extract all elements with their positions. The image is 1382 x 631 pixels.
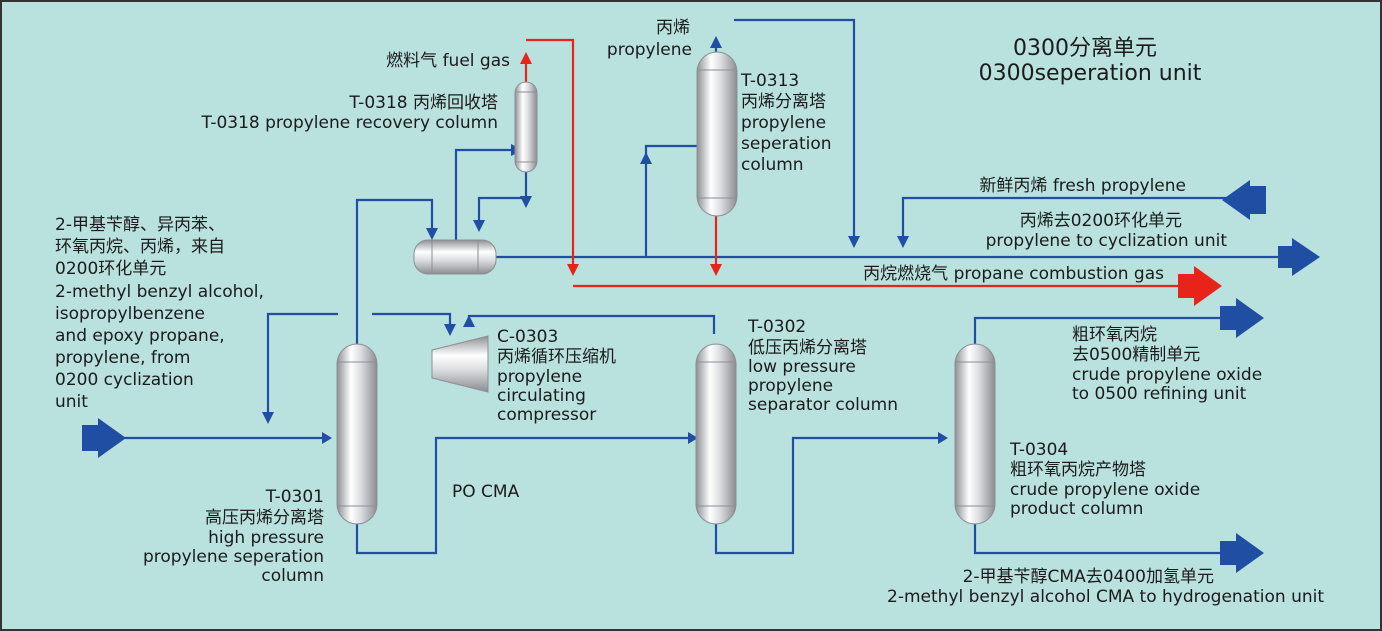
propylene-to-cyclization-en: propylene to cyclization unit — [986, 231, 1228, 251]
c0303-en3: compressor — [497, 405, 596, 425]
feed-label-en3: and epoxy propane, — [55, 326, 225, 346]
arrow-heads — [82, 36, 1320, 573]
small-arrow-icon — [520, 196, 532, 208]
crude-po-out-en2: to 0500 refining unit — [1072, 384, 1247, 404]
small-arrow-icon — [688, 432, 698, 444]
t0318-label-en: T-0318 propylene recovery column — [201, 113, 498, 133]
t0304-overhead-line — [973, 316, 1222, 348]
crude-po-out-zh1: 粗环氧丙烷 — [1072, 325, 1157, 345]
t0301-tag: T-0301 — [265, 487, 324, 507]
t0304-en2: product column — [1010, 499, 1143, 519]
feed-label-zh2: 环氧丙烷、丙烯，来自 — [55, 237, 225, 257]
t0318-return-line — [477, 196, 526, 222]
t0302-bottom-to-t0304-line — [714, 436, 940, 555]
t0304-en1: crude propylene oxide — [1010, 480, 1200, 500]
feed-label-en2: isopropylbenzene — [55, 304, 205, 324]
column-t0301[interactable] — [336, 343, 378, 525]
t0313-en1: propylene — [741, 113, 826, 133]
c0303-en1: propylene — [497, 367, 582, 387]
fresh-propylene-line — [901, 196, 1230, 238]
fresh-propylene-label: 新鲜丙烯 fresh propylene — [979, 176, 1186, 196]
small-arrow-icon — [473, 220, 485, 232]
t0302-tag: T-0302 — [747, 317, 806, 337]
small-arrow-icon — [322, 432, 332, 444]
red-lines — [524, 38, 1180, 288]
t0302-en3: separator column — [748, 395, 898, 415]
t0313-tag: T-0313 — [740, 71, 799, 91]
small-arrow-icon — [262, 412, 274, 424]
crude-po-out-zh2: 去0500精制单元 — [1072, 345, 1200, 365]
cma-out-en: 2-methyl benzyl alcohol CMA to hydrogena… — [887, 587, 1324, 607]
column-t0304[interactable] — [954, 343, 996, 525]
header-to-t0313-line — [644, 144, 697, 257]
t0301-en1: high pressure — [208, 528, 324, 548]
feed-label-en1: 2-methyl benzyl alcohol, — [55, 282, 264, 302]
t0313-zh: 丙烯分离塔 — [741, 92, 826, 112]
crude-po-out-en1: crude propylene oxide — [1072, 365, 1262, 385]
feed-label-en6: unit — [55, 392, 88, 412]
propane-gas-arrow-icon — [1178, 266, 1222, 306]
small-arrow-icon — [426, 228, 438, 240]
t0318-to-propane-line — [526, 38, 575, 265]
feed-side-line — [266, 312, 338, 412]
t0301-en2: propylene seperation — [143, 547, 324, 567]
c0303-zh: 丙烯循环压缩机 — [497, 347, 616, 367]
t0304-bottom-line — [973, 520, 1222, 555]
blue-lines — [118, 18, 1295, 555]
small-red-arrow-icon — [520, 52, 532, 64]
t0313-en3: column — [741, 155, 804, 175]
small-arrow-icon — [848, 236, 860, 248]
c0303-en2: circulating — [497, 386, 586, 406]
feed-label-en4: propylene, from — [55, 348, 190, 368]
cma-out-zh: 2-甲基苄醇CMA去0400加氢单元 — [963, 567, 1214, 587]
feed-label-zh1: 2-甲基苄醇、异丙苯、 — [55, 215, 225, 235]
propylene-out-arrow-icon — [1278, 238, 1320, 276]
small-red-arrow-icon — [567, 264, 579, 276]
column-t0318[interactable] — [514, 81, 538, 173]
small-arrow-icon — [710, 36, 722, 48]
propylene-top-zh: 丙烯 — [656, 18, 690, 38]
compressor-c0303[interactable] — [431, 335, 489, 393]
small-red-arrow-icon — [710, 264, 722, 276]
t0313-en2: seperation — [741, 134, 832, 154]
t0302-zh: 低压丙烯分离塔 — [748, 338, 867, 358]
t0301-bottom-to-t0302-line — [355, 436, 690, 555]
t0304-tag: T-0304 — [1009, 440, 1068, 460]
title-zh: 0300分离单元 — [1013, 36, 1157, 61]
drum-to-t0318-line — [454, 148, 513, 240]
po-cma-label: PO CMA — [452, 482, 520, 502]
feed-arrow-icon — [82, 418, 126, 458]
t0318-label-zh: T-0318 丙烯回收塔 — [348, 93, 498, 113]
small-arrow-icon — [463, 315, 475, 327]
fuel-gas-label: 燃料气 fuel gas — [386, 51, 510, 71]
feed-label-zh3: 0200环化单元 — [55, 259, 166, 279]
small-arrow-icon — [938, 432, 948, 444]
t0313-overhead-loop-line — [734, 18, 856, 238]
crude-po-arrow-icon — [1220, 298, 1264, 338]
c0303-tag: C-0303 — [497, 327, 558, 347]
small-arrow-icon — [444, 324, 456, 336]
cma-out-arrow-icon — [1220, 533, 1264, 573]
small-arrow-icon — [897, 236, 909, 248]
propylene-top-en: propylene — [607, 40, 692, 60]
labels: 0300分离单元 0300seperation unit 2-甲基苄醇、异丙苯、… — [55, 18, 1324, 607]
t0301-zh: 高压丙烯分离塔 — [205, 508, 324, 528]
t0301-overhead-line — [355, 198, 434, 348]
fresh-propylene-arrow-icon — [1222, 180, 1266, 220]
t0301-to-compressor-line — [372, 312, 452, 324]
column-t0302[interactable] — [695, 343, 737, 525]
t0302-en2: propylene — [748, 376, 833, 396]
small-arrow-icon — [640, 152, 652, 164]
propylene-to-cyclization-zh: 丙烯去0200环化单元 — [1020, 211, 1182, 231]
title-en: 0300seperation unit — [979, 61, 1202, 86]
column-t0313[interactable] — [696, 51, 738, 217]
t0301-en3: column — [261, 566, 324, 586]
feed-label-en5: 0200 cyclization — [55, 370, 194, 390]
t0304-zh: 粗环氧丙烷产物塔 — [1010, 460, 1146, 480]
t0302-en1: low pressure — [748, 357, 856, 377]
propane-gas-label: 丙烷燃烧气 propane combustion gas — [863, 264, 1164, 284]
horizontal-drum[interactable] — [413, 239, 497, 275]
